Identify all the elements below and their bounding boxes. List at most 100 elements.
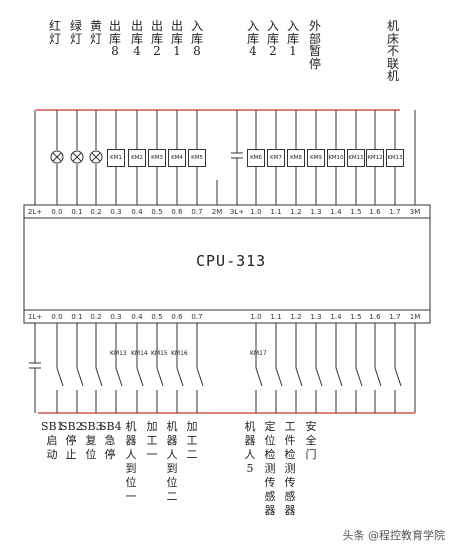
wire — [156, 367, 164, 387]
contact-label: KM16 — [171, 350, 188, 357]
input-terminal: 1L+ — [27, 313, 43, 321]
relay-coil: KM9 — [307, 149, 325, 167]
wire — [196, 367, 204, 387]
input-label-pos-sensor: 定 位 检 测 传 感 器 — [264, 420, 276, 517]
wire — [255, 367, 263, 387]
output-terminal: 1.3 — [310, 208, 322, 216]
cpu-label: CPU-313 — [196, 252, 267, 270]
output-terminal: 0.4 — [131, 208, 143, 216]
wire — [52, 152, 62, 162]
output-terminal: 2L+ — [27, 208, 43, 216]
wire — [72, 152, 82, 162]
output-terminal: 1.0 — [250, 208, 262, 216]
input-terminal: 0.3 — [110, 313, 122, 321]
relay-coil: KM13 — [386, 149, 404, 167]
output-terminal: 1.7 — [389, 208, 401, 216]
relay-coil: KM12 — [366, 149, 384, 167]
output-label-out1: 出 库 1 — [170, 19, 183, 58]
watermark: 头条 @程控教育学院 — [342, 529, 446, 542]
output-label-in8: 入 库 8 — [190, 19, 203, 58]
input-terminal: 1.7 — [389, 313, 401, 321]
wire — [374, 367, 382, 387]
output-label-out4: 出 库 4 — [130, 19, 143, 58]
output-label-out8: 出 库 8 — [108, 19, 121, 58]
output-label-machine-offline: 机 床 不 联 机 — [386, 19, 399, 83]
wire — [76, 367, 84, 387]
output-label-yellow-light: 黄 灯 — [89, 19, 102, 46]
output-label-green-light: 绿 灯 — [69, 19, 82, 46]
wire — [136, 367, 144, 387]
contact-label: KM15 — [151, 350, 168, 357]
input-label-sb3: SB3 复 位 — [80, 420, 103, 461]
contact-label: KM14 — [131, 350, 148, 357]
input-terminal: 1.0 — [250, 313, 262, 321]
wire — [95, 367, 103, 387]
output-label-ext-pause: 外 部 暂 停 — [308, 19, 321, 71]
input-label-process2: 加 工 二 — [186, 420, 198, 461]
input-terminal: 1.4 — [330, 313, 342, 321]
wire — [394, 367, 402, 387]
wire — [295, 367, 303, 387]
input-terminal: 0.7 — [191, 313, 203, 321]
output-terminal: 0.6 — [171, 208, 183, 216]
output-terminal: 0.0 — [51, 208, 63, 216]
input-terminal-strip — [23, 309, 431, 324]
input-label-work-sensor: 工 件 检 测 传 感 器 — [284, 420, 296, 517]
input-label-sb2: SB2 停 止 — [60, 420, 83, 461]
wire — [315, 367, 323, 387]
output-terminal: 1.4 — [330, 208, 342, 216]
input-label-sb4: SB4 急 停 — [99, 420, 122, 461]
relay-coil: KM7 — [267, 149, 285, 167]
output-label-out2: 出 库 2 — [150, 19, 163, 58]
input-terminal: 1.3 — [310, 313, 322, 321]
relay-coil: KM5 — [188, 149, 206, 167]
output-terminal: 3M — [409, 208, 421, 216]
input-label-robot5: 机 器 人 5 — [244, 420, 256, 475]
input-terminal: 0.5 — [151, 313, 163, 321]
output-terminal: 0.2 — [90, 208, 102, 216]
output-terminal: 0.1 — [71, 208, 83, 216]
relay-coil: KM1 — [107, 149, 125, 167]
wire — [176, 367, 184, 387]
output-label-in1: 入 库 1 — [286, 19, 299, 58]
relay-coil: KM2 — [128, 149, 146, 167]
input-terminal: 0.0 — [51, 313, 63, 321]
relay-coil: KM4 — [168, 149, 186, 167]
output-terminal: 0.7 — [191, 208, 203, 216]
input-label-process1: 加 工 一 — [146, 420, 158, 461]
relay-coil: KM8 — [287, 149, 305, 167]
input-terminal: 1.1 — [270, 313, 282, 321]
output-terminal: 1.5 — [350, 208, 362, 216]
input-label-robot-pos1: 机 器 人 到 位 一 — [125, 420, 137, 503]
output-label-in2: 入 库 2 — [266, 19, 279, 58]
input-terminal: 0.1 — [71, 313, 83, 321]
wire — [115, 367, 123, 387]
relay-coil: KM11 — [347, 149, 365, 167]
wire — [56, 367, 64, 387]
input-label-sb1: SB1 启 动 — [41, 420, 64, 461]
output-terminal: 3L+ — [229, 208, 245, 216]
input-terminal: 1.2 — [290, 313, 302, 321]
output-label-red-light: 红 灯 — [48, 19, 61, 46]
input-label-safety-door: 安 全 门 — [305, 420, 317, 461]
input-terminal: 0.6 — [171, 313, 183, 321]
output-label-in4: 入 库 4 — [246, 19, 259, 58]
wire — [275, 367, 283, 387]
output-terminal: 1.2 — [290, 208, 302, 216]
output-terminal: 0.5 — [151, 208, 163, 216]
relay-coil: KM3 — [148, 149, 166, 167]
relay-coil: KM6 — [247, 149, 265, 167]
input-terminal: 0.2 — [90, 313, 102, 321]
output-terminal: 1.6 — [369, 208, 381, 216]
input-terminal: 1.5 — [350, 313, 362, 321]
wire — [355, 367, 363, 387]
input-terminal: 1M — [409, 313, 421, 321]
relay-coil: KM10 — [327, 149, 345, 167]
wire — [335, 367, 343, 387]
contact-label: KM17 — [250, 350, 267, 357]
output-terminal: 0.3 — [110, 208, 122, 216]
input-terminal: 0.4 — [131, 313, 143, 321]
input-terminal: 1.6 — [369, 313, 381, 321]
